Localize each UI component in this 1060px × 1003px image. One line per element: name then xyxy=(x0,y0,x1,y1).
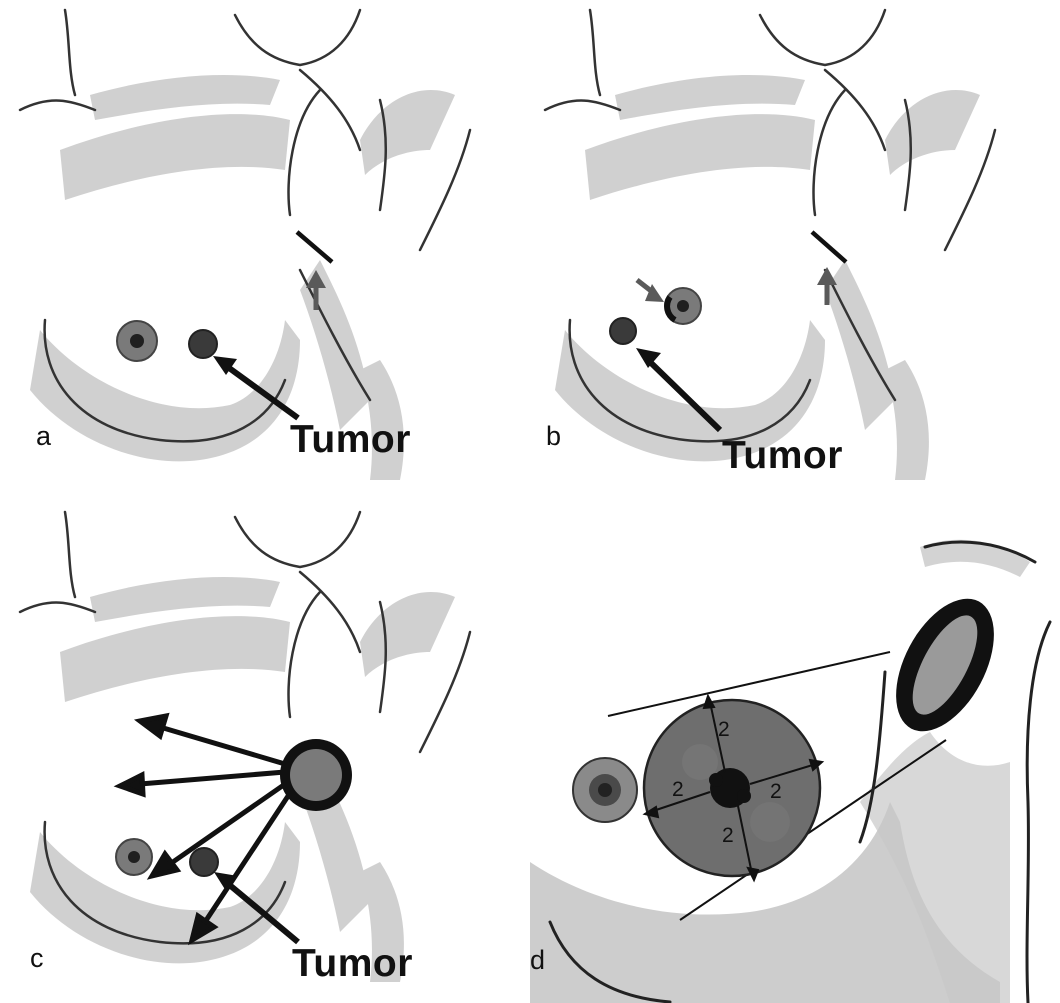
nipple-with-source xyxy=(665,288,701,324)
panel-letter: b xyxy=(546,423,561,450)
nipple xyxy=(573,758,637,822)
panel-d: 2 2 2 2 d xyxy=(530,502,1060,1003)
nipple xyxy=(116,839,152,875)
panel-a: a Tumor xyxy=(0,0,530,501)
breast-drawing-a xyxy=(0,0,530,501)
source-ring xyxy=(280,739,352,811)
nipple xyxy=(117,321,157,361)
tumor xyxy=(610,318,636,344)
tumor xyxy=(190,848,218,876)
tumor-label: Tumor xyxy=(292,944,413,983)
tumor-label: Tumor xyxy=(722,436,843,475)
panel-letter: c xyxy=(30,945,44,972)
panel-b: b Tumor xyxy=(530,0,1060,501)
breast-drawing-b xyxy=(530,0,1060,501)
margin-label-left: 2 xyxy=(672,778,684,801)
panel-c: c Tumor xyxy=(0,502,530,1003)
panel-letter: a xyxy=(36,423,51,450)
margin-label-top: 2 xyxy=(718,718,730,741)
skin-marker xyxy=(297,232,332,262)
tumor xyxy=(189,330,217,358)
source-arrow xyxy=(637,280,664,302)
breast-closeup-d: 2 2 2 2 xyxy=(530,502,1060,1003)
breast-drawing-c xyxy=(0,502,530,1003)
margin-label-right: 2 xyxy=(770,780,782,803)
skin-marker xyxy=(812,232,846,262)
panel-letter: d xyxy=(530,947,545,974)
tumor-label: Tumor xyxy=(290,420,411,459)
applicator xyxy=(876,583,1014,748)
margin-label-bottom: 2 xyxy=(722,824,734,847)
